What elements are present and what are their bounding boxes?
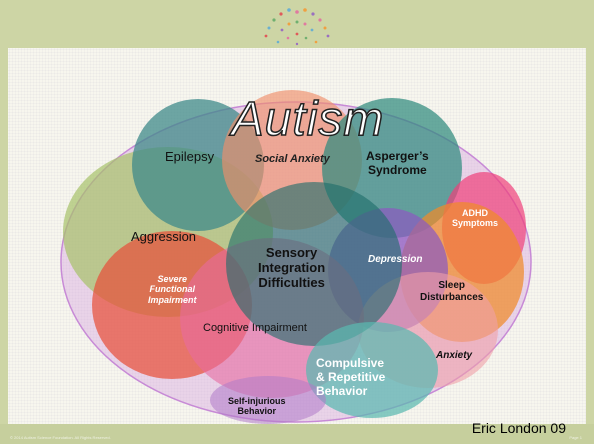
- right-border: [586, 0, 594, 444]
- footer-bar: [0, 424, 594, 444]
- label-sleep-line1: Sleep: [438, 280, 466, 291]
- label-aspergers: Asperger’s Syndrome: [366, 149, 429, 178]
- label-adhd-line1: ADHD: [462, 208, 488, 218]
- label-severe-line1: Severe: [157, 274, 188, 284]
- decorative-dot-circle: [264, 8, 330, 46]
- label-sleep-line2: Disturbances: [420, 291, 484, 303]
- label-compulsive: Compulsive & Repetitive Behavior: [316, 356, 386, 398]
- compulsive-circle: [306, 322, 438, 418]
- label-self-line1: Self-injurious: [228, 396, 286, 406]
- label-cognitive-impairment: Cognitive Impairment: [203, 322, 307, 334]
- header-bar: [0, 0, 594, 48]
- label-social-anxiety: Social Anxiety: [255, 153, 330, 165]
- label-epilepsy: Epilepsy: [165, 149, 215, 164]
- footer-copyright: © 2014 Autism Science Foundation. All Ri…: [10, 435, 111, 440]
- label-compulsive-line1: Compulsive: [316, 356, 385, 370]
- label-sleep: Sleep Disturbances: [420, 280, 483, 303]
- label-severe-impairment: Severe Functional Impairment: [148, 274, 197, 305]
- author-credit: Eric London 09: [471, 420, 566, 436]
- sensory-integration-circle: [226, 182, 402, 346]
- label-self-injurious: Self-injurious Behavior: [228, 396, 286, 417]
- label-compulsive-line2: & Repetitive: [316, 369, 386, 384]
- label-aspergers-line1: Asperger’s: [366, 149, 429, 163]
- footer-page-number: Page 1: [569, 435, 582, 440]
- label-sensory-integration: Sensory Integration Difficulties: [258, 245, 326, 291]
- label-self-line2: Behavior: [237, 406, 277, 417]
- label-sensory-line1: Sensory: [265, 245, 318, 260]
- left-border: [0, 0, 8, 444]
- label-adhd: ADHD Symptoms: [452, 208, 498, 229]
- label-sensory-line2: Integration: [258, 259, 326, 275]
- label-anxiety: Anxiety: [436, 350, 473, 361]
- label-aggression: Aggression: [131, 229, 197, 244]
- diagram-title: Autism: [231, 92, 385, 147]
- label-sensory-line3: Difficulties: [258, 274, 325, 290]
- label-severe-line2: Functional: [149, 284, 196, 295]
- self-injurious-circle: [210, 376, 326, 424]
- label-severe-line3: Impairment: [148, 294, 197, 305]
- label-adhd-line2: Symptoms: [452, 218, 499, 229]
- label-compulsive-line3: Behavior: [316, 383, 368, 398]
- label-depression: Depression: [368, 254, 423, 265]
- label-aspergers-line2: Syndrome: [368, 162, 427, 177]
